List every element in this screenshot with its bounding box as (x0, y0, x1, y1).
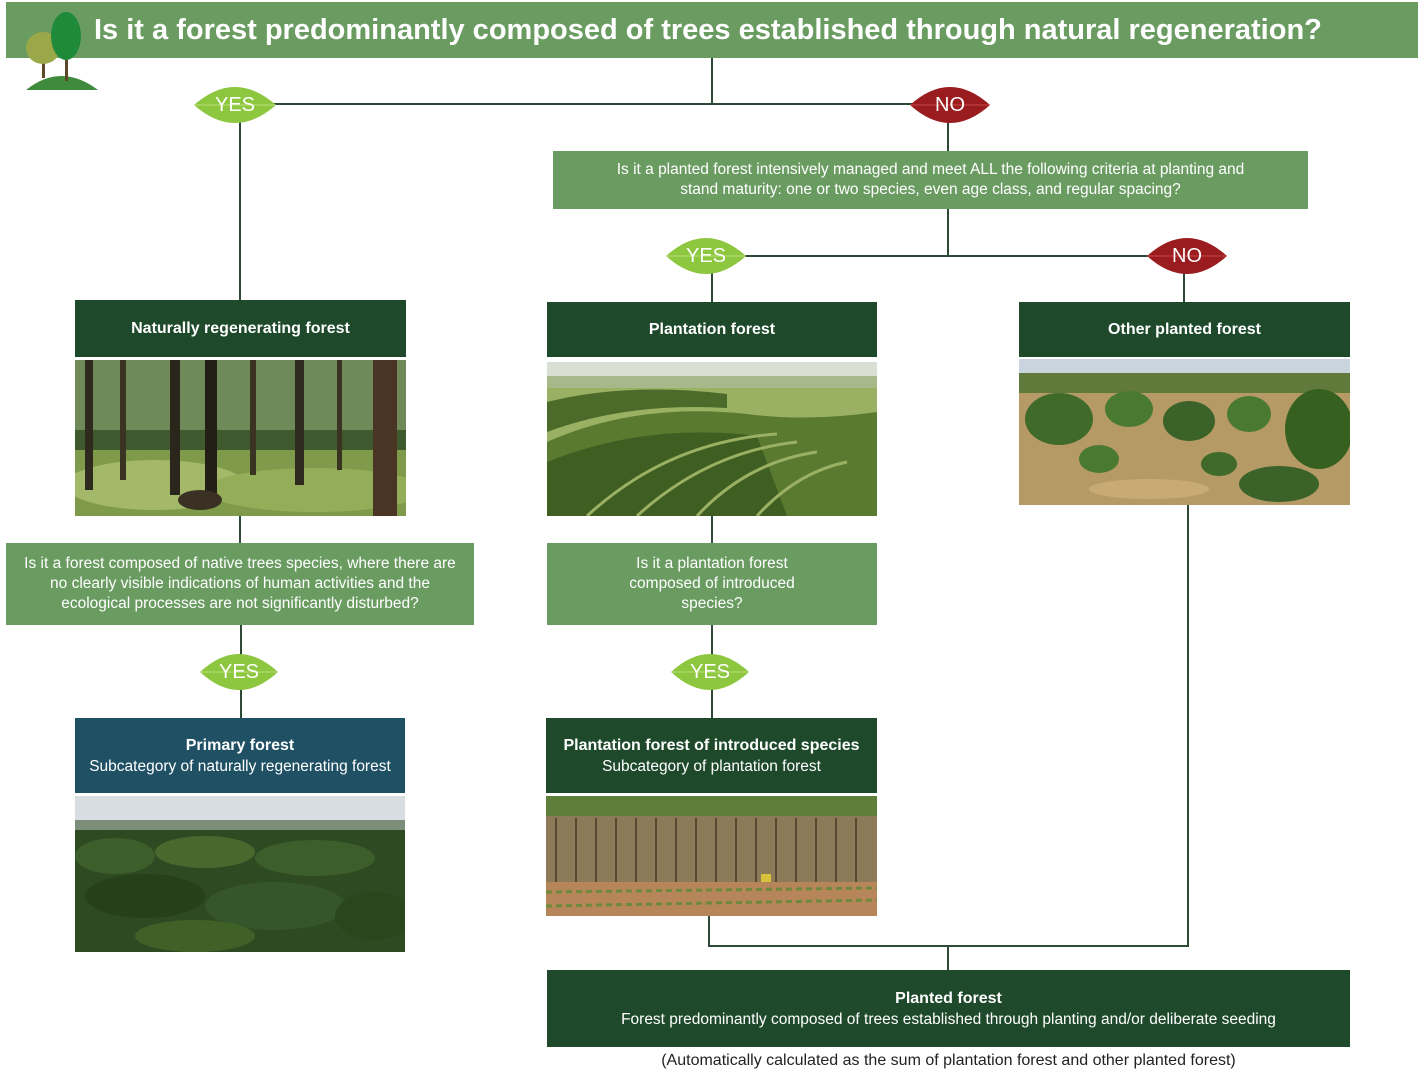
planted-forest-title: Planted forest (895, 989, 1002, 1007)
category-naturally-regenerating: Naturally regenerating forest (75, 300, 406, 357)
plantation-introduced-subtitle: Subcategory of plantation forest (602, 757, 821, 775)
no-leaf-planted: NO (1145, 228, 1229, 284)
yes-label: YES (218, 660, 260, 683)
question-introduced-species: Is it a plantation forest composed of in… (547, 543, 877, 625)
category-other-planted: Other planted forest (1019, 302, 1350, 357)
footnote-text: (Automatically calculated as the sum of … (661, 1052, 1236, 1069)
yes-label: YES (214, 93, 256, 116)
no-label: NO (1172, 244, 1202, 267)
category-label: Plantation forest (648, 320, 776, 338)
yes-label: YES (685, 244, 727, 267)
category-plantation: Plantation forest (547, 302, 877, 357)
question-text: Is it a planted forest intensively manag… (616, 161, 1245, 198)
category-label: Naturally regenerating forest (131, 319, 350, 337)
yes-leaf-top: YES (192, 77, 278, 133)
photo-natural-forest (75, 360, 406, 516)
photo-other-planted (1019, 359, 1350, 505)
photo-plantation-introduced (546, 796, 877, 916)
title-text: Is it a forest predominantly composed of… (94, 13, 1322, 46)
primary-forest-title: Primary forest (185, 736, 295, 754)
no-leaf-top: NO (908, 77, 992, 133)
question-native-species: Is it a forest composed of native trees … (6, 543, 474, 625)
yes-leaf-planted: YES (664, 228, 748, 284)
trees-logo-icon (26, 12, 98, 90)
diagram-title: Is it a forest predominantly composed of… (6, 2, 1418, 58)
question-text: Is it a forest composed of native trees … (24, 555, 456, 612)
yes-leaf-introduced: YES (669, 644, 751, 700)
primary-forest-subtitle: Subcategory of naturally regenerating fo… (89, 757, 391, 775)
yes-label: YES (689, 660, 731, 683)
category-primary-forest: Primary forest Subcategory of naturally … (75, 718, 405, 793)
no-label: NO (935, 93, 965, 116)
question-text: Is it a plantation forest composed of in… (629, 555, 795, 612)
photo-plantation (547, 362, 877, 516)
planted-forest-subtitle: Forest predominantly composed of trees e… (621, 1010, 1276, 1028)
yes-leaf-native: YES (198, 644, 280, 700)
category-planted-forest: Planted forest Forest predominantly comp… (547, 970, 1350, 1047)
footnote: (Automatically calculated as the sum of … (547, 1052, 1350, 1072)
photo-primary-forest (75, 796, 405, 952)
category-label: Other planted forest (1108, 320, 1261, 338)
plantation-introduced-title: Plantation forest of introduced species (563, 736, 860, 754)
question-planted-managed: Is it a planted forest intensively manag… (553, 151, 1308, 209)
category-plantation-introduced: Plantation forest of introduced species … (546, 718, 877, 793)
